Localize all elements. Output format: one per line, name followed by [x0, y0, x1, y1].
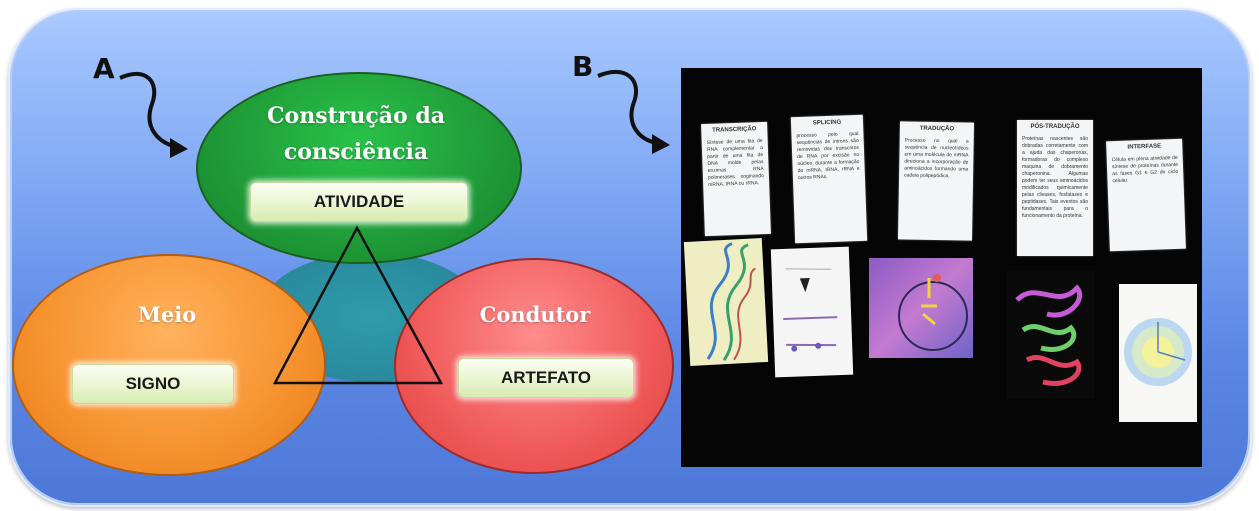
image-protein-folding: [1007, 270, 1095, 398]
card-title: PÓS-TRADUÇÃO: [1030, 124, 1080, 130]
card-splicing: SPLICING processo pelo qual sequências d…: [790, 114, 868, 244]
dna-icon: [706, 242, 756, 362]
card-pos-traducao: PÓS-TRADUÇÃO Proteínas nascentes são dob…: [1017, 120, 1093, 256]
title-line-1: Construção da: [267, 103, 445, 129]
card-title: INTERFASE: [1127, 143, 1162, 151]
card-title: TRADUÇÃO: [919, 125, 955, 133]
title-line-2: consciência: [283, 139, 429, 165]
ellipse-condutor-title: Condutor: [479, 302, 591, 327]
ellipse-meio-title: Meio: [137, 302, 197, 327]
card-text: Síntese de uma fita de RNA complementar …: [706, 138, 765, 188]
arrow-b-icon: [597, 69, 670, 154]
tag-artefato: ARTEFATO: [458, 358, 634, 398]
card-text: Proteínas nascentes são dobradas correta…: [1022, 136, 1088, 219]
card-text: Processo no qual a sequência de nucleotí…: [904, 137, 969, 180]
image-dna-strand: [683, 238, 769, 366]
card-text: Célula em plena atividade de síntese de …: [1111, 154, 1179, 185]
cell-cycle-icon: [1124, 318, 1192, 386]
photo-panel: TRANSCRIÇÃO Síntese de uma fita de RNA c…: [681, 68, 1202, 467]
card-text: processo pelo qual sequências de introns…: [796, 130, 860, 182]
card-transcricao: TRANSCRIÇÃO Síntese de uma fita de RNA c…: [701, 121, 771, 237]
image-translation-ribosome: [869, 258, 973, 358]
ribosome-icon: [898, 274, 968, 351]
arrow-a-icon: [119, 71, 188, 158]
label-b: B: [572, 50, 594, 83]
card-title: SPLICING: [812, 119, 842, 127]
label-a: A: [93, 52, 115, 85]
card-traducao: TRADUÇÃO Processo no qual a sequência de…: [897, 121, 975, 241]
splicing-icon: [783, 268, 838, 352]
card-title: TRANSCRIÇÃO: [712, 126, 757, 134]
tag-atividade: ATIVIDADE: [250, 182, 468, 222]
image-cell-cycle: [1119, 284, 1197, 422]
card-interfase: INTERFASE Célula em plena atividade de s…: [1106, 138, 1186, 252]
image-splicing-diagram: [770, 246, 854, 378]
tag-signo: SIGNO: [72, 364, 234, 404]
ellipse-construcao-title: Construção da consciência: [226, 98, 486, 170]
protein-icon: [1015, 284, 1083, 386]
